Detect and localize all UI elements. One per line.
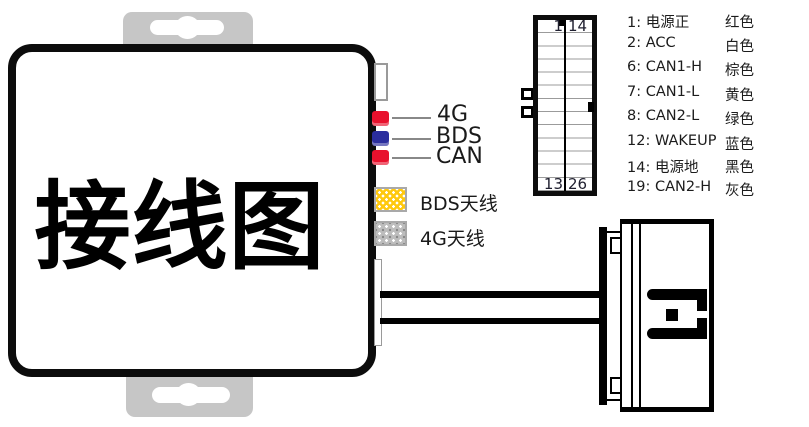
port-label-4g: 4G — [437, 102, 469, 127]
pin-number-top-left: 1 — [553, 17, 563, 35]
pin-connector-right-notch — [588, 102, 594, 112]
legend-pin-name: 8: CAN2-L — [627, 108, 700, 124]
pin-number-bottom-right: 26 — [568, 175, 588, 193]
legend-wire-color: 红色 — [725, 15, 754, 31]
legend-wire-color: 棕色 — [725, 63, 754, 79]
pin-number-top-right: 14 — [568, 17, 588, 35]
device-title: 接线图 — [34, 171, 326, 283]
port-plug-4g — [372, 111, 389, 126]
legend-wire-color: 白色 — [725, 39, 754, 55]
edge-connector-outline-top — [374, 63, 388, 101]
legend-pin-name: 7: CAN1-L — [627, 84, 700, 100]
legend-wire-color: 蓝色 — [725, 137, 754, 153]
edge-connector-outline-bottom — [374, 259, 382, 346]
legend-pin-name: 1: 电源正 — [627, 15, 690, 31]
legend-pin-name: 14: 电源地 — [627, 160, 699, 176]
4g-antenna-label: 4G天线 — [420, 228, 485, 250]
legend-wire-color: 灰色 — [725, 183, 754, 199]
harness-body-flange-line — [639, 224, 641, 407]
cable-wire-bottom — [380, 318, 608, 324]
harness-cavity-right-stub-top — [697, 296, 707, 311]
legend-wire-color: 绿色 — [725, 112, 754, 128]
harness-cavity-bottom-bar — [647, 328, 707, 339]
port-leader-line-bds — [392, 138, 431, 140]
device-box: 接线图 — [8, 44, 376, 377]
pin-connector-side-tab — [521, 88, 534, 100]
mounting-bracket-top — [123, 12, 253, 46]
cable-wire-top — [380, 291, 607, 298]
pin-connector-side-tab — [521, 106, 534, 118]
port-plug-can — [372, 150, 389, 165]
harness-cavity-right-stub-bottom — [697, 318, 707, 331]
legend-pin-name: 6: CAN1-H — [627, 59, 702, 75]
harness-connector-left-bar — [599, 227, 607, 405]
legend-pin-name: 12: WAKEUP — [627, 133, 717, 149]
port-leader-line-can — [392, 157, 431, 159]
harness-cavity-pin-square — [666, 309, 678, 321]
bracket-slot-hole — [176, 383, 201, 406]
legend-wire-color: 黄色 — [725, 88, 754, 104]
port-label-can: CAN — [436, 144, 483, 169]
legend-pin-name: 19: CAN2-H — [627, 179, 712, 195]
bds-antenna-label: BDS天线 — [420, 193, 498, 215]
bds-antenna-pad — [374, 187, 407, 212]
pin-number-bottom-left: 13 — [543, 175, 563, 193]
bracket-slot-hole — [175, 16, 200, 39]
wire-legend: 1: 电源正 红色 2: ACC 白色 6: CAN1-H 棕色 7: CAN1… — [627, 0, 807, 210]
legend-wire-color: 黑色 — [725, 160, 754, 176]
harness-cavity-top-bar — [647, 289, 707, 300]
harness-body-flange-line — [631, 224, 633, 407]
legend-pin-name: 2: ACC — [627, 35, 676, 51]
port-plug-bds — [372, 131, 389, 146]
pin-connector: 1 14 13 26 — [533, 15, 597, 196]
pin-grid-centerline — [564, 20, 566, 191]
port-label-bds: BDS — [436, 124, 482, 149]
pin-connector-key-notch — [559, 20, 566, 26]
4g-antenna-pad — [374, 221, 407, 246]
mounting-bracket-bottom — [126, 377, 253, 417]
port-leader-line-4g — [392, 117, 431, 119]
